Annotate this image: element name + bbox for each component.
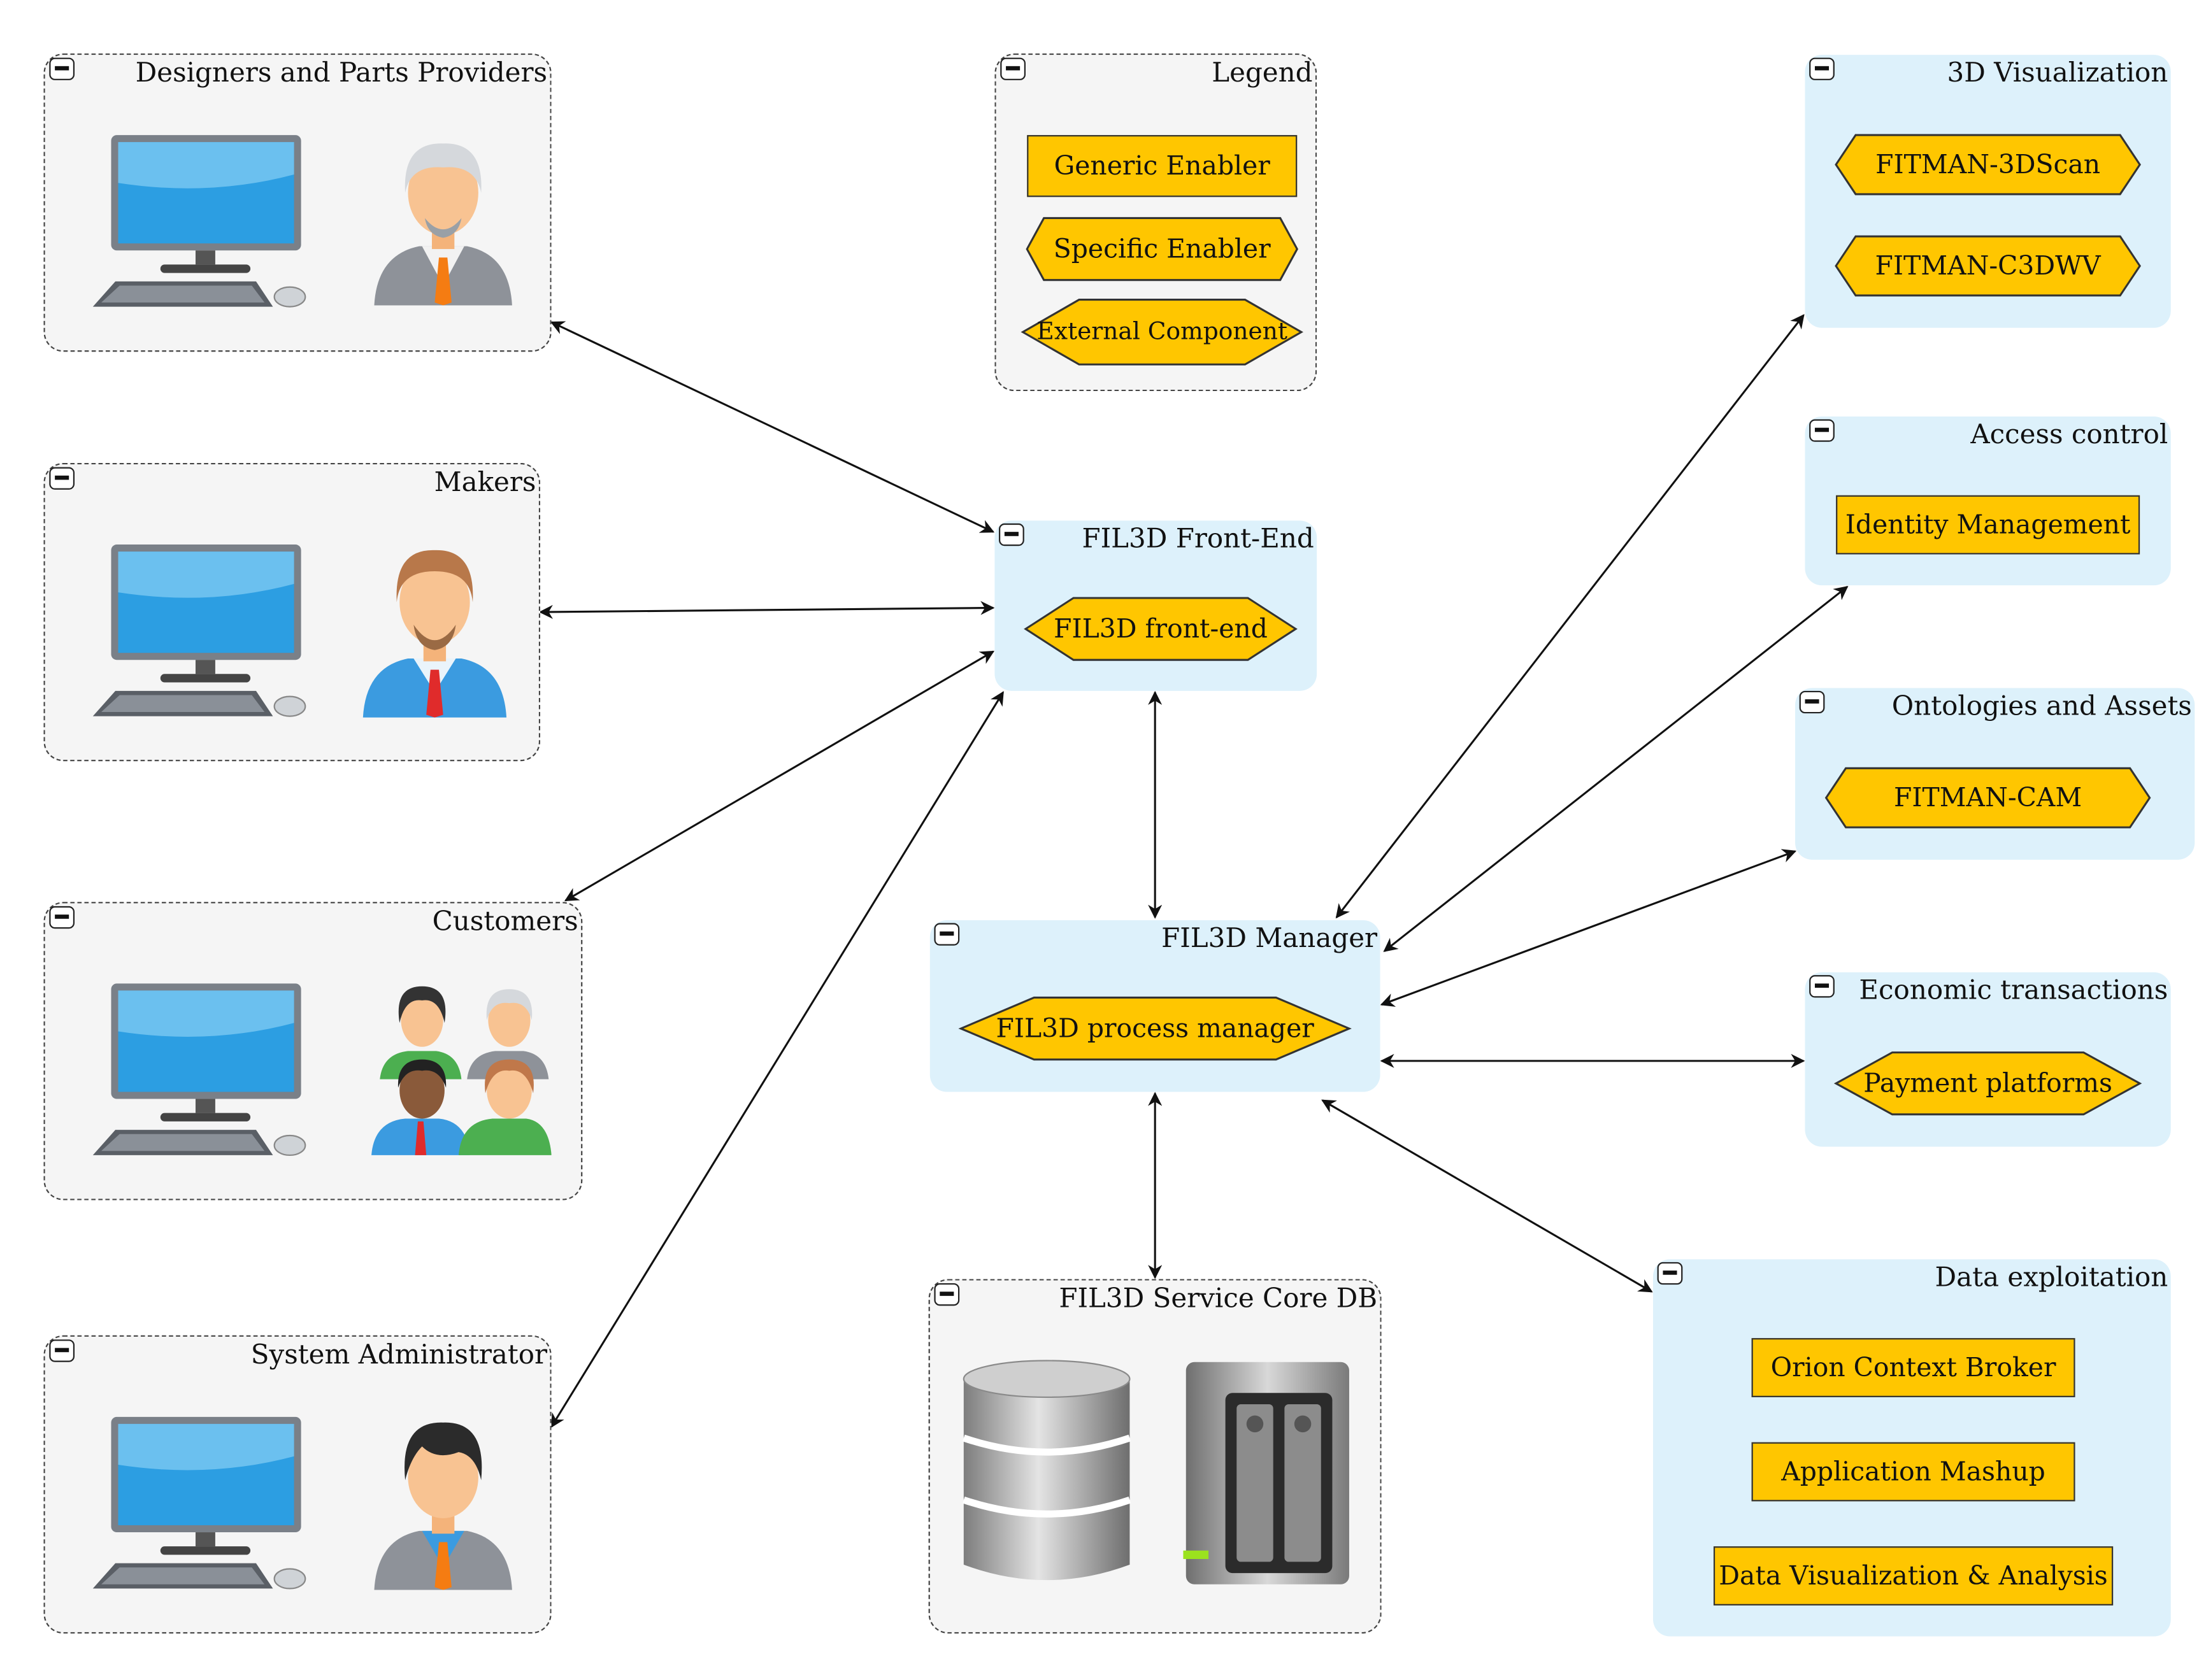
group-economic-transactions[interactable]: Economic transactions Payment platforms — [1805, 972, 2171, 1147]
database-icon — [963, 1360, 1131, 1581]
component-payment-platforms[interactable]: Payment platforms — [1833, 1051, 2142, 1116]
collapse-toggle[interactable] — [49, 906, 75, 929]
edge-manager-ontologies — [1380, 849, 1797, 1007]
group-sysadmin[interactable]: System Administrator — [43, 1335, 552, 1634]
group-ontologies[interactable]: Ontologies and Assets FITMAN-CAM — [1795, 688, 2195, 860]
component-label: Orion Context Broker — [1770, 1353, 2056, 1383]
collapse-toggle[interactable] — [1000, 57, 1026, 80]
component-orion-context-broker[interactable]: Orion Context Broker — [1751, 1338, 2075, 1397]
component-label: Application Mashup — [1781, 1456, 2045, 1487]
collapse-toggle[interactable] — [1799, 690, 1825, 714]
edge-manager-visualization — [1335, 314, 1805, 919]
group-title: Legend — [1212, 57, 1313, 89]
people-group-icon — [371, 986, 552, 1155]
hexagon-shape — [1835, 134, 2141, 196]
group-legend[interactable]: Legend Generic Enabler Specific Enabler … — [994, 53, 1317, 392]
edge-manager-data — [1321, 1099, 1653, 1293]
hexagon-shape — [1835, 235, 2141, 297]
edge-sysadmin-frontend — [550, 691, 1004, 1428]
group-visualization[interactable]: 3D Visualization FITMAN-3DScan FITMAN-C3… — [1805, 55, 2171, 328]
legend-generic-enabler: Generic Enabler — [1027, 135, 1298, 197]
legend-generic-label: Generic Enabler — [1054, 151, 1270, 181]
component-fitman-3dscan[interactable]: FITMAN-3DScan — [1835, 134, 2141, 196]
collapse-toggle[interactable] — [49, 1339, 75, 1362]
legend-specific-enabler: Specific Enabler — [1026, 217, 1298, 281]
collapse-toggle[interactable] — [1809, 57, 1835, 80]
component-label: Payment platforms — [1863, 1069, 2112, 1099]
edge-manager-access — [1383, 585, 1849, 952]
elongated-hexagon-shape — [1024, 597, 1298, 661]
component-fil3d-front-end[interactable]: FIL3D front-end — [1024, 597, 1298, 661]
collapse-toggle[interactable] — [1657, 1262, 1683, 1285]
component-label: FITMAN-3DScan — [1875, 150, 2101, 180]
elongated-hexagon-shape — [958, 996, 1352, 1061]
component-identity-management[interactable]: Identity Management — [1836, 495, 2140, 555]
component-fitman-cam[interactable]: FITMAN-CAM — [1824, 767, 2151, 829]
desktop-computer-icon — [92, 983, 306, 1157]
component-label: FIL3D front-end — [1054, 614, 1268, 644]
collapse-toggle[interactable] — [934, 923, 960, 946]
collapse-toggle[interactable] — [1809, 975, 1835, 998]
collapse-toggle[interactable] — [49, 57, 75, 80]
bearded-man-avatar-icon — [362, 550, 507, 718]
desktop-computer-icon — [92, 1416, 306, 1590]
edge-designers-frontend — [550, 321, 995, 533]
group-title: Makers — [434, 467, 536, 499]
group-title: Data exploitation — [1935, 1262, 2168, 1293]
senior-man-avatar-icon — [374, 143, 512, 306]
collapse-toggle[interactable] — [1809, 419, 1835, 442]
desktop-computer-icon — [92, 135, 306, 308]
group-title: FIL3D Manager — [1161, 923, 1378, 954]
group-title: 3D Visualization — [1947, 57, 2168, 89]
collapse-toggle[interactable] — [49, 467, 75, 490]
component-application-mashup[interactable]: Application Mashup — [1751, 1442, 2075, 1502]
legend-specific-label: Specific Enabler — [1053, 234, 1271, 264]
group-coredb[interactable]: FIL3D Service Core DB — [928, 1279, 1382, 1634]
component-fil3d-process-manager[interactable]: FIL3D process manager — [958, 996, 1352, 1061]
group-title: FIL3D Service Core DB — [1059, 1283, 1378, 1314]
elongated-hexagon-shape — [1021, 299, 1303, 366]
legend-external-label: External Component — [1036, 318, 1288, 346]
group-makers[interactable]: Makers — [43, 462, 541, 762]
group-designers[interactable]: Designers and Parts Providers — [43, 53, 552, 352]
component-label: Identity Management — [1845, 509, 2131, 540]
group-access-control[interactable]: Access control Identity Management — [1805, 416, 2171, 586]
component-label: FITMAN-C3DWV — [1875, 251, 2101, 281]
collapse-toggle[interactable] — [934, 1283, 960, 1306]
group-title: Economic transactions — [1859, 975, 2168, 1006]
group-frontend[interactable]: FIL3D Front-End FIL3D front-end — [994, 520, 1317, 691]
group-title: Designers and Parts Providers — [135, 57, 548, 89]
component-label: FITMAN-CAM — [1893, 783, 2082, 813]
group-customers[interactable]: Customers — [43, 902, 583, 1200]
group-title: FIL3D Front-End — [1082, 523, 1314, 555]
component-label: Data Visualization & Analysis — [1719, 1561, 2108, 1591]
component-data-visualization-analysis[interactable]: Data Visualization & Analysis — [1713, 1546, 2114, 1605]
group-title: System Administrator — [250, 1339, 548, 1370]
edge-makers-frontend — [538, 601, 995, 619]
young-man-avatar-icon — [374, 1422, 512, 1590]
group-title: Ontologies and Assets — [1891, 690, 2192, 722]
group-manager[interactable]: FIL3D Manager FIL3D process manager — [929, 920, 1380, 1092]
hexagon-shape — [1824, 767, 2151, 829]
group-data-exploitation[interactable]: Data exploitation Orion Context Broker A… — [1652, 1259, 2171, 1637]
desktop-computer-icon — [92, 545, 306, 717]
elongated-hexagon-shape — [1833, 1051, 2142, 1116]
edge-customers-frontend — [564, 650, 995, 902]
legend-external-component: External Component — [1021, 299, 1303, 366]
group-title: Access control — [1970, 419, 2168, 451]
group-title: Customers — [432, 906, 578, 937]
hexagon-shape — [1026, 217, 1298, 281]
collapse-toggle[interactable] — [999, 523, 1024, 546]
component-label: FIL3D process manager — [996, 1013, 1314, 1044]
component-fitman-c3dwv[interactable]: FITMAN-C3DWV — [1835, 235, 2141, 297]
server-icon — [1183, 1362, 1349, 1584]
